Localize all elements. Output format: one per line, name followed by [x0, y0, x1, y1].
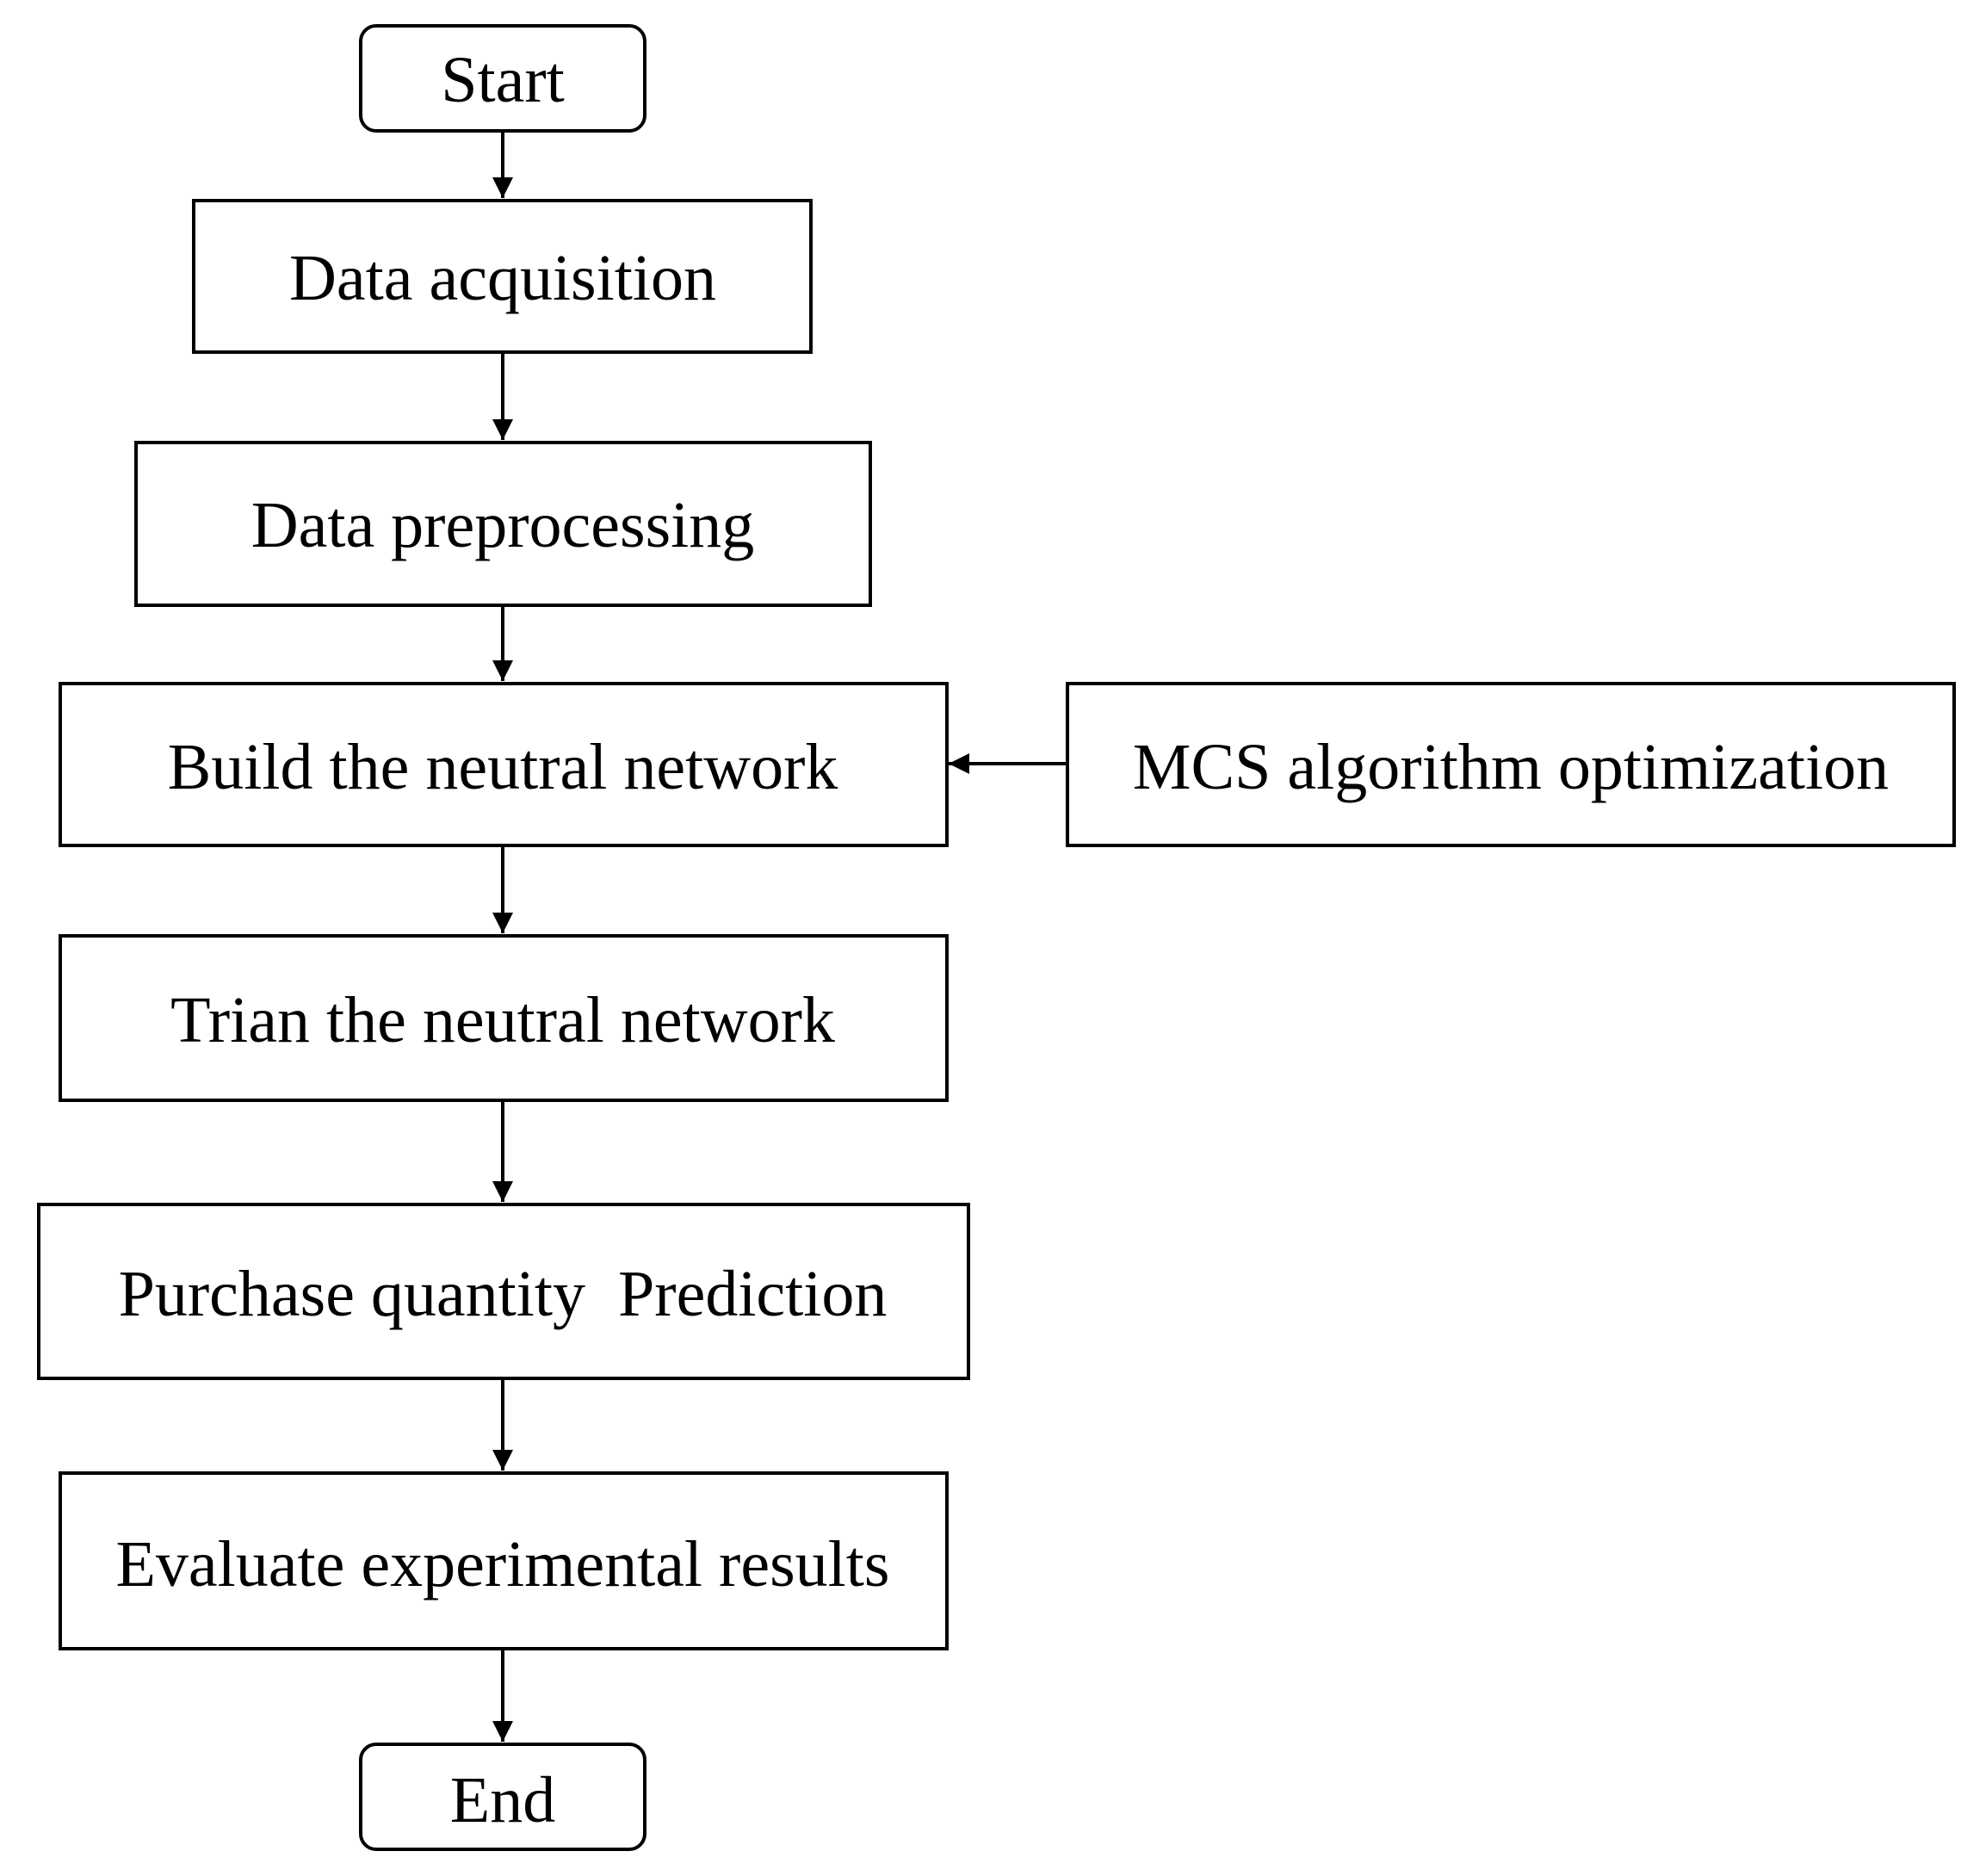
flowchart-nodes: Start Data acquisition Data preprocessin… [37, 24, 1956, 1851]
data-acquisition-label: Data acquisition [289, 242, 716, 314]
build-network-node: Build the neutral network [59, 682, 949, 847]
purchase-prediction-label: Purchase quantity Prediction [119, 1258, 888, 1330]
data-preprocessing-label: Data preprocessing [251, 489, 755, 561]
evaluate-results-node: Evaluate experimental results [59, 1471, 949, 1650]
start-node: Start [359, 24, 646, 133]
data-preprocessing-node: Data preprocessing [134, 441, 872, 607]
mcs-optimization-label: MCS algorithm optimization [1133, 731, 1889, 803]
purchase-prediction-node: Purchase quantity Prediction [37, 1203, 970, 1380]
flowchart-edges [492, 131, 1067, 1742]
train-network-label: Trian the neutral network [170, 984, 835, 1056]
end-label: End [450, 1764, 555, 1836]
mcs-optimization-node: MCS algorithm optimization [1066, 682, 1956, 847]
start-label: Start [441, 44, 565, 116]
train-network-node: Trian the neutral network [59, 934, 949, 1102]
data-acquisition-node: Data acquisition [192, 199, 813, 354]
end-node: End [359, 1743, 646, 1851]
build-network-label: Build the neutral network [168, 731, 838, 803]
evaluate-results-label: Evaluate experimental results [116, 1528, 890, 1600]
